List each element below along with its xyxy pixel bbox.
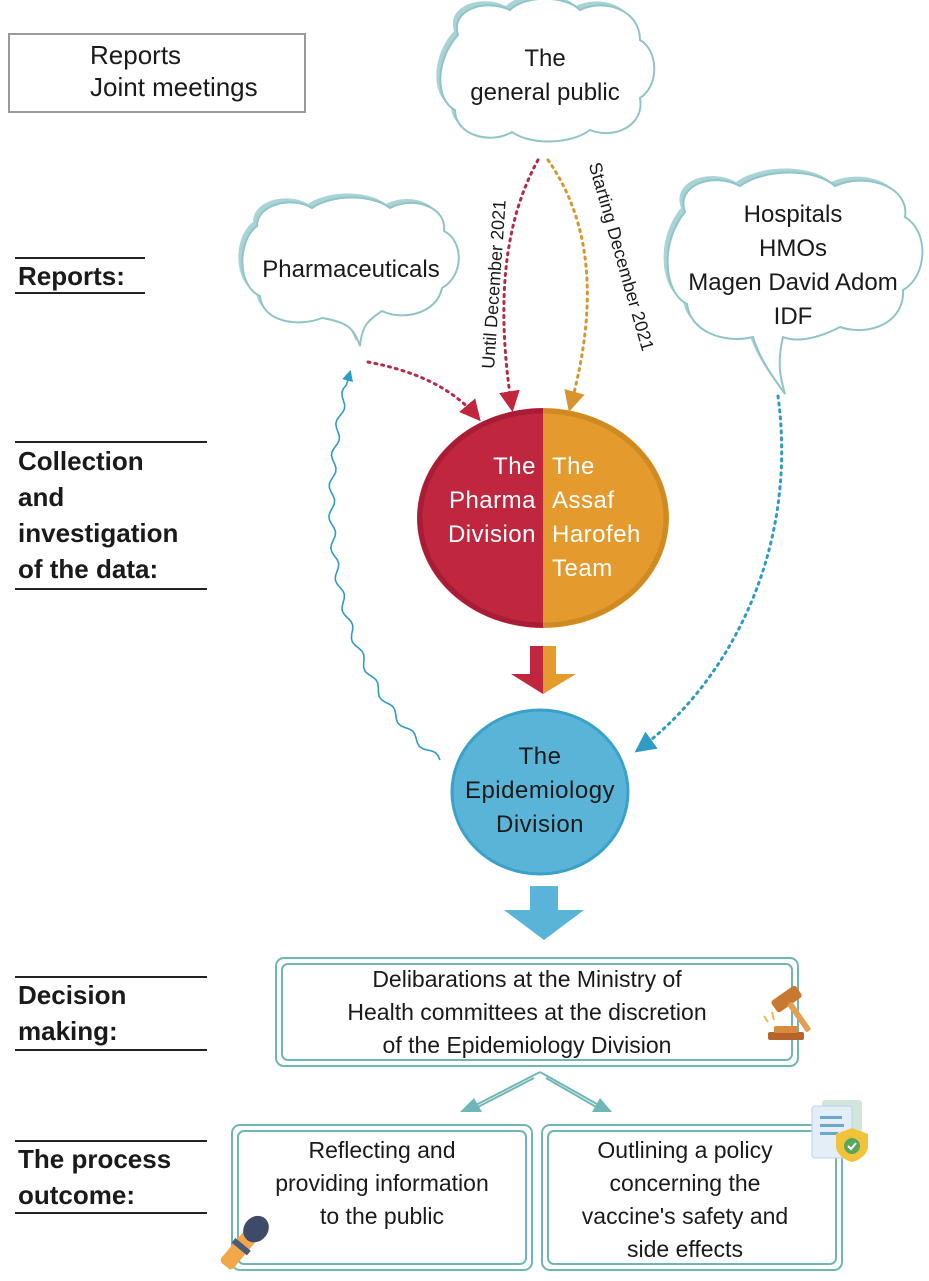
collection-rule-top [15, 441, 207, 443]
outcome-public-text: Reflecting and providing information to … [275, 1137, 489, 1229]
cloud-pharmaceuticals [238, 193, 460, 347]
decision-to-outcomes-arrows [469, 1071, 605, 1109]
cloud-general-public [436, 0, 656, 143]
decision-text: Delibarations at the Ministry of Health … [347, 966, 707, 1058]
stage-outcome-label: The process outcome: [18, 1144, 172, 1210]
reports-rule-bottom [15, 292, 145, 294]
stage-decision-label: Decision making: [18, 980, 127, 1046]
reports-rule-top [15, 257, 145, 259]
epidemiology-circle [450, 708, 630, 876]
collection-circle [417, 408, 669, 628]
outcome-public-box [231, 1124, 533, 1271]
microphone-icon [220, 1215, 269, 1270]
joint-meetings-flow [328, 369, 441, 761]
epidemiology-division-label: The Epidemiology Division [464, 743, 616, 838]
epidemiology-to-decision-arrow [504, 886, 584, 940]
starting-december-flow [546, 158, 589, 413]
stage-reports-label: Reports: [18, 261, 125, 291]
assaf-team-label: The Assaf Harofeh Team [552, 453, 641, 582]
gavel-icon [763, 985, 811, 1040]
document-shield-icon [811, 1100, 868, 1162]
outcome-policy-box [541, 1124, 843, 1271]
collection-to-epidemiology-arrow [511, 646, 576, 694]
legend [8, 33, 306, 113]
hospitals-label: Hospitals HMOs Magen David Adom IDF [688, 201, 898, 330]
hospitals-report-flow [634, 394, 784, 753]
outcome-rule-bottom [15, 1212, 207, 1214]
outcome-policy-text: Outlining a policy concerning the vaccin… [581, 1137, 789, 1262]
decision-rule-top [15, 976, 207, 978]
until-december-flow [499, 158, 540, 413]
collection-rule-bottom [15, 588, 207, 590]
cloud-hospitals [663, 168, 924, 395]
decision-rule-bottom [15, 1049, 207, 1051]
legend-joint-meetings-label: Joint meetings [90, 72, 258, 102]
legend-reports-label: Reports [90, 40, 182, 70]
general-public-label: The general public [470, 45, 620, 106]
pharmaceuticals-label: Pharmaceuticals [262, 256, 440, 283]
stage-collection-label: Collection and investigation of the data… [18, 446, 179, 584]
outcome-rule-top [15, 1140, 207, 1142]
pharmaceuticals-report-flow [366, 360, 481, 422]
pharma-division-label: The Pharma Division [447, 453, 536, 548]
